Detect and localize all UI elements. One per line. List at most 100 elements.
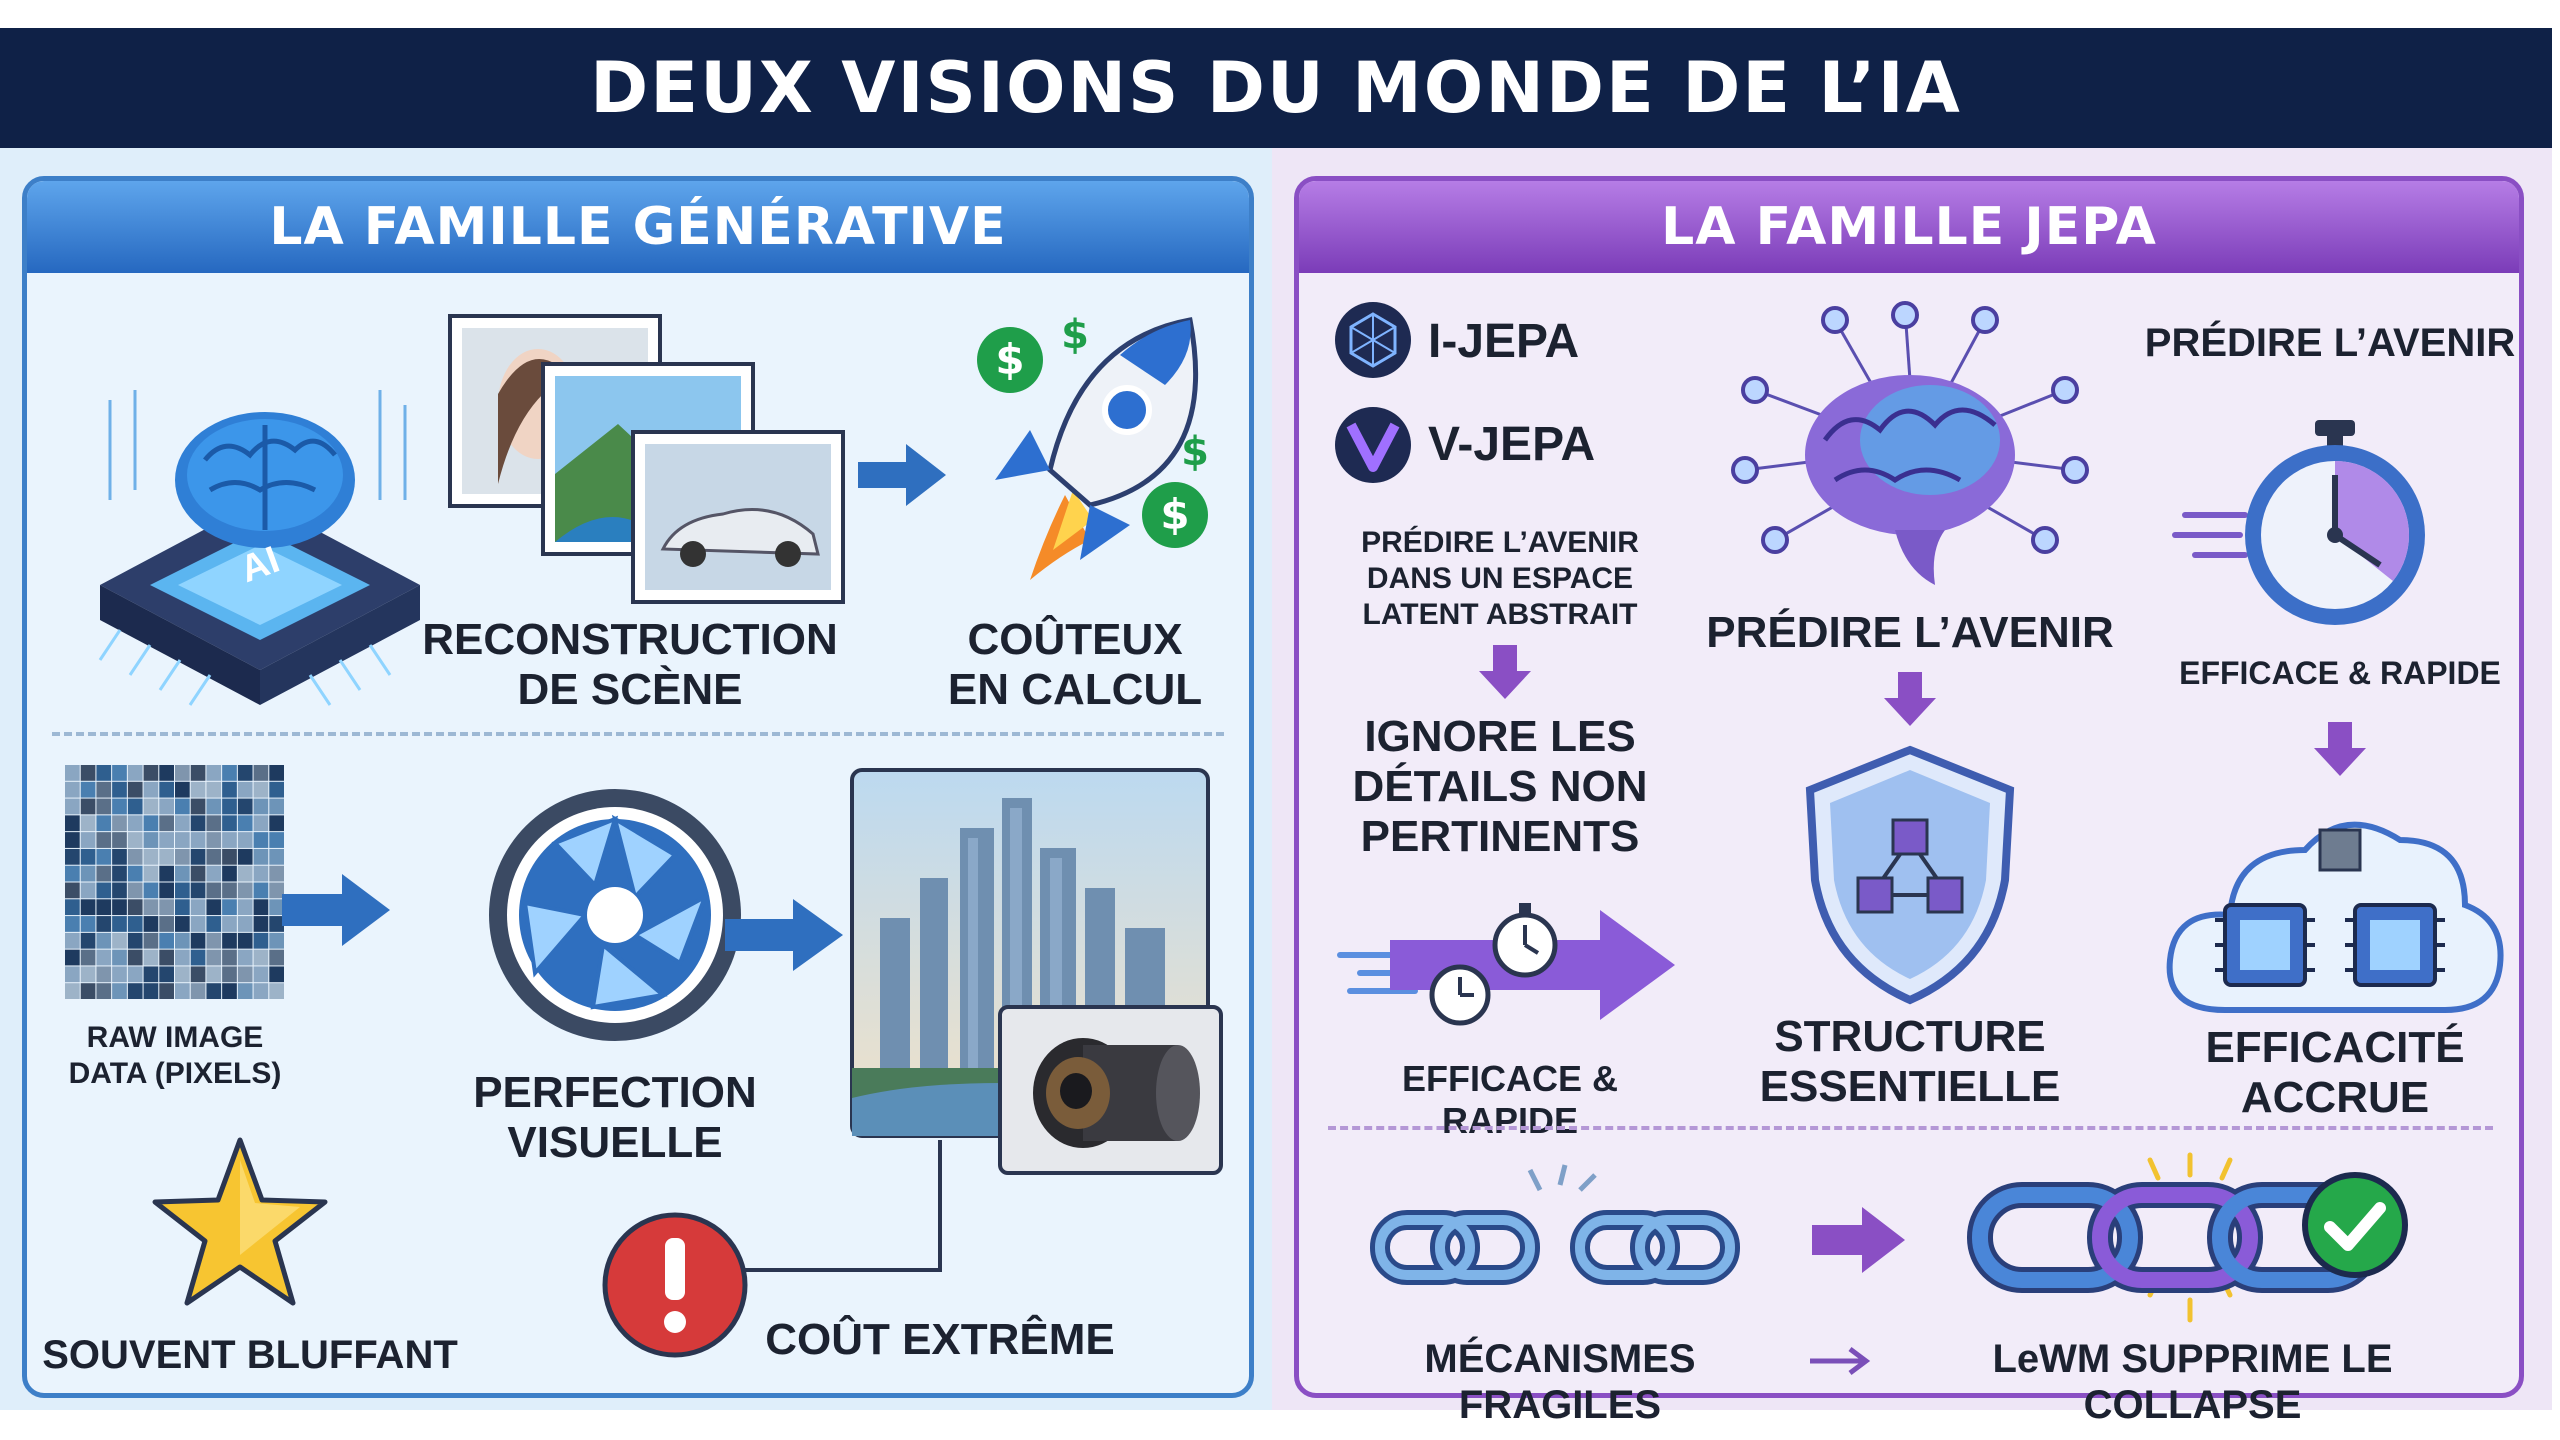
pixel-cell <box>190 832 206 848</box>
pixel-cell <box>112 848 127 865</box>
pixel-cell <box>112 899 127 916</box>
pixel-cell <box>159 832 174 848</box>
pixel-cell <box>112 932 127 949</box>
pixel-cell <box>269 966 284 983</box>
pixel-cell <box>222 882 237 899</box>
pixel-cell <box>80 815 96 832</box>
pixel-cell <box>237 781 253 798</box>
pixel-cell <box>237 882 253 899</box>
pixel-cell <box>112 798 127 815</box>
pixel-cell <box>222 899 237 916</box>
pixel-cell <box>143 983 159 999</box>
pixel-cell <box>65 949 80 966</box>
arrow-right-icon <box>725 899 843 971</box>
pixel-cell <box>253 865 269 882</box>
pixel-cell <box>175 916 190 932</box>
pixel-cell <box>253 798 269 815</box>
pixel-cell <box>65 865 80 882</box>
pixel-cell <box>112 949 127 966</box>
pixel-cell <box>143 916 159 932</box>
pixel-cell <box>96 949 112 966</box>
pixel-cell <box>269 832 284 848</box>
pixel-cell <box>96 983 112 999</box>
pixel-cell <box>175 815 190 832</box>
pixel-cell <box>253 815 269 832</box>
pixel-cell <box>127 983 143 999</box>
pixel-cell <box>206 966 222 983</box>
pixel-cell <box>190 815 206 832</box>
pixel-cell <box>253 781 269 798</box>
pixel-cell <box>222 832 237 848</box>
pixel-cell <box>112 916 127 932</box>
pixel-cell <box>269 765 284 781</box>
cloud-chip-icon <box>2166 821 2504 1013</box>
arrow-right-icon <box>858 444 946 506</box>
pixel-cell <box>143 832 159 848</box>
pixel-cell <box>159 899 174 916</box>
arrow-right-icon <box>282 874 390 946</box>
pixel-cell <box>253 983 269 999</box>
pixel-cell <box>253 932 269 949</box>
pixel-cell <box>222 781 237 798</box>
pixel-cell <box>159 932 174 949</box>
pixel-cell <box>206 882 222 899</box>
pixel-cell <box>269 815 284 832</box>
pixel-cell <box>80 949 96 966</box>
arrow-down-icon <box>2314 722 2366 776</box>
ai-brain-chip-icon <box>98 390 420 706</box>
pixel-cell <box>127 916 143 932</box>
pixel-cell <box>237 916 253 932</box>
pixel-cell <box>253 882 269 899</box>
pixel-cell <box>237 949 253 966</box>
neural-brain-icon <box>1731 301 2089 585</box>
pixel-cell <box>237 983 253 999</box>
bluffing-label: SOUVENT BLUFFANT <box>42 1333 458 1377</box>
pixel-cell <box>96 815 112 832</box>
pixel-cell <box>253 916 269 932</box>
pixel-cell <box>269 932 284 949</box>
pixel-cell <box>269 848 284 865</box>
pixel-grid-icon <box>65 765 284 999</box>
pixel-cell <box>269 882 284 899</box>
svg-text:$: $ <box>1181 429 1209 475</box>
pixel-cell <box>237 848 253 865</box>
pixel-cell <box>65 899 80 916</box>
pixel-cell <box>237 798 253 815</box>
pixel-cell <box>222 932 237 949</box>
pixel-cell <box>143 882 159 899</box>
lewm-collapse-label: LeWM SUPPRIME LE COLLAPSE <box>1992 1337 2393 1427</box>
pixel-cell <box>127 932 143 949</box>
pixel-cell <box>127 966 143 983</box>
pixel-cell <box>237 899 253 916</box>
pixel-cell <box>127 865 143 882</box>
pixel-cell <box>112 865 127 882</box>
pixel-cell <box>159 949 174 966</box>
arrow-down-icon <box>1884 672 1936 726</box>
rocket-icon <box>995 317 1199 580</box>
pixel-cell <box>96 832 112 848</box>
pixel-cell <box>206 932 222 949</box>
pixel-cell <box>143 932 159 949</box>
pixel-cell <box>206 865 222 882</box>
jepa-separator <box>1328 1126 2493 1130</box>
pixel-cell <box>80 966 96 983</box>
pixel-cell <box>175 798 190 815</box>
pixel-cell <box>237 832 253 848</box>
pixel-cell <box>190 949 206 966</box>
pixel-cell <box>112 765 127 781</box>
efficient-fast-right-label: EFFICACE & RAPIDE <box>2179 655 2501 691</box>
pixel-cell <box>222 765 237 781</box>
pixel-cell <box>237 966 253 983</box>
predict-future-center-label: PRÉDIRE L’AVENIR <box>1706 608 2114 657</box>
arrow-down-icon <box>1479 645 1531 699</box>
fragile-mechanisms-label: MÉCANISMES FRAGILES <box>1424 1337 1696 1427</box>
pixel-cell <box>222 865 237 882</box>
pixel-cell <box>80 865 96 882</box>
pixel-cell <box>80 916 96 932</box>
main-title: DEUX VISIONS DU MONDE DE L’IA <box>590 47 1962 129</box>
